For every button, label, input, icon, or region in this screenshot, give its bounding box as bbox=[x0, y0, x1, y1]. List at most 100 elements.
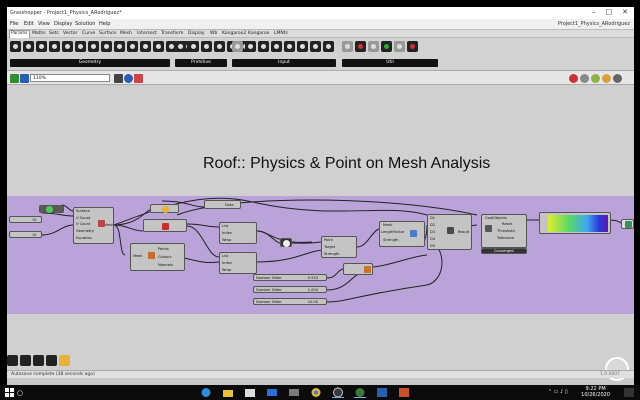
brep-param-icon[interactable] bbox=[127, 41, 138, 52]
panel-icon[interactable] bbox=[232, 41, 243, 52]
surface-param-icon[interactable] bbox=[153, 41, 164, 52]
rhino-icon[interactable] bbox=[332, 387, 344, 398]
paint-brush-icon[interactable] bbox=[134, 74, 143, 83]
store-icon[interactable] bbox=[244, 387, 256, 398]
gradient-swatch[interactable] bbox=[548, 215, 608, 232]
value-node-1[interactable]: 10 bbox=[9, 216, 42, 223]
data-node[interactable]: Data bbox=[204, 200, 241, 209]
box-param-icon[interactable] bbox=[114, 41, 125, 52]
tab-vector[interactable]: Vector bbox=[63, 31, 78, 36]
grid-icon[interactable] bbox=[7, 355, 18, 366]
value-list-icon[interactable] bbox=[284, 41, 295, 52]
menu-edit[interactable]: Edit bbox=[24, 21, 34, 27]
tab-curve[interactable]: Curve bbox=[82, 31, 96, 36]
toggle-icon[interactable] bbox=[258, 41, 269, 52]
relay-icon[interactable] bbox=[342, 41, 353, 52]
lightbulb-node[interactable] bbox=[150, 204, 179, 213]
menu-file[interactable]: File bbox=[10, 21, 19, 27]
word-icon[interactable] bbox=[376, 387, 388, 398]
jump-icon[interactable] bbox=[381, 41, 392, 52]
plane-param-icon[interactable] bbox=[88, 41, 99, 52]
file-explorer-icon[interactable] bbox=[222, 387, 234, 398]
system-tray[interactable]: ⌃ ▭ ♪ ▯ bbox=[548, 389, 568, 395]
preview-node[interactable] bbox=[621, 219, 634, 229]
menu-help[interactable]: Help bbox=[99, 21, 111, 27]
notifications-icon[interactable] bbox=[624, 388, 634, 397]
anchor-goal-node[interactable]: Point Target Strength bbox=[321, 236, 357, 258]
line-param-icon[interactable] bbox=[75, 41, 86, 52]
text-param-icon[interactable] bbox=[214, 41, 225, 52]
mesh-param-icon[interactable] bbox=[140, 41, 151, 52]
surface-mesh-node[interactable]: Surface U Count V Count Geometry Equatio… bbox=[73, 207, 114, 244]
powerpoint-icon[interactable] bbox=[398, 387, 410, 398]
gradient-icon[interactable] bbox=[310, 41, 321, 52]
tab-surface[interactable]: Surface bbox=[99, 31, 117, 36]
start-icon[interactable] bbox=[3, 387, 15, 398]
tab-display[interactable]: Display bbox=[188, 31, 205, 36]
canvas[interactable]: Roof:: Physics & Point on Mesh Analysis bbox=[7, 85, 634, 381]
tab-lmnts[interactable]: LMNts bbox=[274, 31, 288, 36]
save-file-icon[interactable] bbox=[20, 74, 29, 83]
length-goal-node[interactable] bbox=[343, 263, 373, 275]
solver-node[interactable]: GoalObjects Reset Threshold Tolerance bbox=[481, 214, 527, 248]
integer-param-icon[interactable] bbox=[188, 41, 199, 52]
cherries-icon[interactable] bbox=[355, 41, 366, 52]
tab-kangaroo[interactable]: Kangaroo bbox=[248, 31, 270, 36]
boolean-param-icon[interactable] bbox=[175, 41, 186, 52]
zoom-level[interactable]: 110% bbox=[30, 74, 110, 82]
data-dam-icon[interactable] bbox=[394, 41, 405, 52]
colour-swatch-icon[interactable] bbox=[297, 41, 308, 52]
zoom-extents-icon[interactable] bbox=[114, 74, 123, 83]
wireframe-preview-icon[interactable] bbox=[580, 74, 589, 83]
tab-params[interactable]: Params bbox=[9, 30, 30, 38]
selected-preview-icon[interactable] bbox=[602, 74, 611, 83]
tab-maths[interactable]: Maths bbox=[32, 31, 46, 36]
menu-display[interactable]: Display bbox=[54, 21, 73, 27]
tab-wb[interactable]: Wb bbox=[210, 31, 218, 36]
negate-node[interactable] bbox=[280, 238, 292, 247]
gate-icon[interactable] bbox=[368, 41, 379, 52]
circle-param-icon[interactable] bbox=[36, 41, 47, 52]
value-node-2[interactable]: 10 bbox=[9, 231, 42, 238]
list-item-node-2[interactable]: List Index Wrap bbox=[219, 252, 257, 274]
number-slider-3[interactable]: Number Slider 10.00 bbox=[253, 298, 327, 305]
menu-view[interactable]: View bbox=[38, 21, 50, 27]
tab-intersect[interactable]: Intersect bbox=[137, 31, 157, 36]
document-preview-settings-icon[interactable] bbox=[613, 74, 622, 83]
curve-param-icon[interactable] bbox=[62, 41, 73, 52]
list-item-node-1[interactable]: List Index Wrap bbox=[219, 222, 257, 244]
geometry-param-node[interactable] bbox=[39, 205, 64, 213]
maximize-button[interactable]: □ bbox=[605, 8, 613, 16]
search-icon[interactable]: ○ bbox=[17, 389, 24, 397]
button-icon[interactable] bbox=[271, 41, 282, 52]
preview-eye-icon[interactable] bbox=[124, 74, 133, 83]
number-slider-1[interactable]: Number Slider 0.933 bbox=[253, 274, 327, 281]
number-param-icon[interactable] bbox=[201, 41, 212, 52]
slider-icon[interactable] bbox=[245, 41, 256, 52]
tab-kangaroo2[interactable]: Kangaroo2 bbox=[222, 31, 247, 36]
entwine-node[interactable]: D1 D2 D3 D4 D5 Result bbox=[427, 214, 472, 250]
clock[interactable]: 9:22 PM 10/26/2020 bbox=[581, 386, 610, 398]
tab-sets[interactable]: Sets bbox=[49, 31, 59, 36]
number-slider-2[interactable]: Number Slider 1.000 bbox=[253, 286, 327, 293]
flask-icon[interactable] bbox=[407, 41, 418, 52]
mail-icon[interactable] bbox=[266, 387, 278, 398]
chrome-icon[interactable] bbox=[310, 387, 322, 398]
arc-param-icon[interactable] bbox=[49, 41, 60, 52]
deconstruct-mesh-node[interactable]: Mesh Points Colours Normals bbox=[130, 243, 185, 271]
tab-transform[interactable]: Transform bbox=[161, 31, 184, 36]
mesh-goal-node[interactable]: Mesh LengthFactor Strength bbox=[379, 221, 425, 247]
record-icon[interactable] bbox=[20, 355, 31, 366]
tab-mesh[interactable]: Mesh bbox=[120, 31, 132, 36]
graph-mapper-icon[interactable] bbox=[323, 41, 334, 52]
gradient-node[interactable] bbox=[539, 212, 611, 234]
shaded-preview-icon[interactable] bbox=[591, 74, 600, 83]
preview-off-icon[interactable] bbox=[569, 74, 578, 83]
minimize-button[interactable]: – bbox=[592, 8, 596, 16]
grasshopper-taskbar-icon[interactable] bbox=[354, 387, 366, 398]
open-file-icon[interactable] bbox=[10, 74, 19, 83]
menu-solution[interactable]: Solution bbox=[75, 21, 96, 27]
edge-icon[interactable] bbox=[200, 387, 212, 398]
zoom-icon[interactable] bbox=[33, 355, 44, 366]
field-param-icon[interactable] bbox=[166, 41, 177, 52]
